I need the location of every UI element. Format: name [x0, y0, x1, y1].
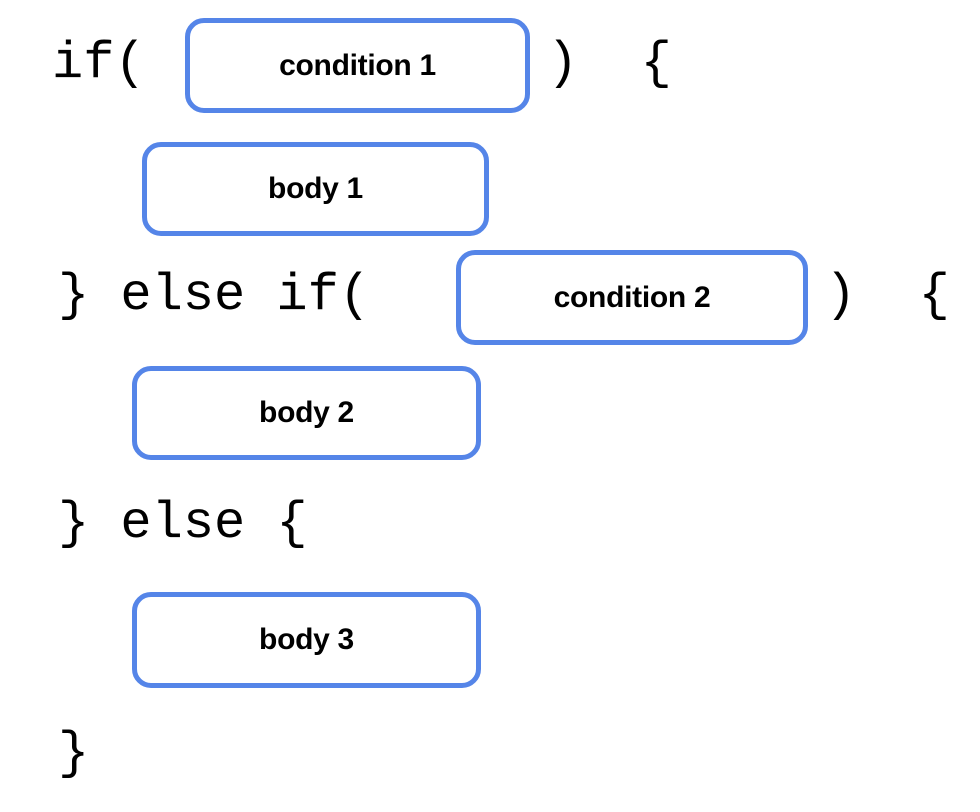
slot-condition-1[interactable]: condition 1: [185, 18, 530, 113]
code-block-end-brace: }: [58, 724, 90, 783]
slot-body-2[interactable]: body 2: [132, 366, 481, 460]
code-keyword-else-if-open: } else if(: [58, 266, 371, 325]
code-if-close-paren-brace: ) {: [547, 34, 672, 93]
slot-body-3[interactable]: body 3: [132, 592, 481, 688]
slot-body-1[interactable]: body 1: [142, 142, 489, 236]
code-keyword-else-open: } else {: [58, 494, 308, 553]
code-keyword-if-open: if(: [52, 34, 146, 93]
slot-condition-2-label: condition 2: [553, 280, 711, 314]
slot-condition-2[interactable]: condition 2: [456, 250, 808, 345]
code-else-if-close-paren-brace: ) {: [825, 266, 950, 325]
slot-condition-1-label: condition 1: [279, 48, 436, 82]
slot-body-3-label: body 3: [259, 623, 354, 656]
slot-body-1-label: body 1: [268, 172, 363, 205]
slot-body-2-label: body 2: [259, 396, 354, 429]
